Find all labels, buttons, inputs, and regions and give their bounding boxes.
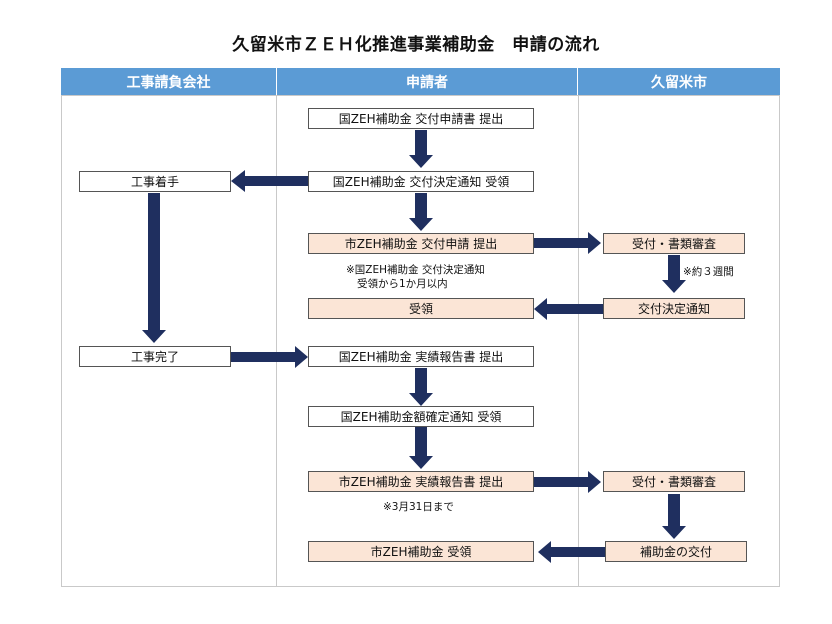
box-city-application: 市ZEH補助金 交付申請 提出 <box>308 233 534 254</box>
box-grant-payment: 補助金の交付 <box>605 541 747 562</box>
arrow-right-3 <box>534 471 601 493</box>
arrow-down-3 <box>662 255 686 293</box>
box-city-review-2: 受付・書類審査 <box>603 471 745 492</box>
column-header-applicant: 申請者 <box>276 68 578 95</box>
box-city-report: 市ZEH補助金 実績報告書 提出 <box>308 471 534 492</box>
arrow-left-1 <box>231 170 310 192</box>
arrow-down-2 <box>409 193 433 231</box>
box-national-application: 国ZEH補助金 交付申請書 提出 <box>308 108 534 129</box>
note-report-deadline: ※3月31日まで <box>383 501 454 513</box>
box-national-decision: 国ZEH補助金 交付決定通知 受領 <box>308 171 534 192</box>
box-city-review-1: 受付・書類審査 <box>603 233 745 254</box>
column-city <box>578 95 780 587</box>
arrow-down-1 <box>409 130 433 168</box>
box-receive: 受領 <box>308 298 534 319</box>
note-review-period: ※約３週間 <box>683 266 734 278</box>
column-header-city: 久留米市 <box>578 68 780 95</box>
arrow-down-6 <box>409 427 433 469</box>
box-city-decision-notice: 交付決定通知 <box>603 298 745 319</box>
arrow-left-3 <box>538 541 605 563</box>
page-title: 久留米市ＺＥＨ化推進事業補助金 申請の流れ <box>232 35 600 55</box>
box-national-amount: 国ZEH補助金額確定通知 受領 <box>308 406 534 427</box>
box-construction-start: 工事着手 <box>79 171 231 192</box>
box-national-report: 国ZEH補助金 実績報告書 提出 <box>308 346 534 367</box>
arrow-right-2 <box>230 346 308 368</box>
arrow-down-7 <box>662 494 686 539</box>
box-city-subsidy-receive: 市ZEH補助金 受領 <box>308 541 534 562</box>
arrow-left-2 <box>534 298 603 320</box>
arrow-down-5 <box>409 368 433 406</box>
note-application-deadline-2: 受領から1か月以内 <box>357 278 448 290</box>
arrow-down-4 <box>142 193 166 343</box>
arrow-right-1 <box>534 232 601 254</box>
column-header-contractor: 工事請負会社 <box>61 68 276 95</box>
box-construction-done: 工事完了 <box>79 346 231 367</box>
note-application-deadline-1: ※国ZEH補助金 交付決定通知 <box>346 264 485 276</box>
